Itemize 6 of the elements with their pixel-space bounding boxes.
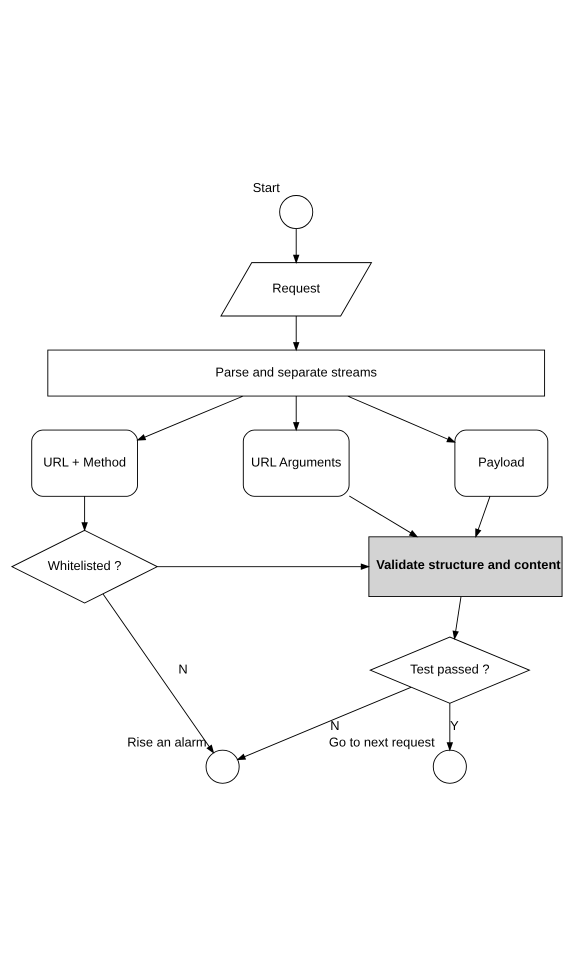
edge-label: Y <box>450 718 459 733</box>
edge-label: N <box>330 718 340 733</box>
edge-label: N <box>178 661 188 676</box>
node-label: Go to next request <box>328 734 435 750</box>
node-label: Rise an alarm <box>127 734 207 750</box>
node-label: Start <box>252 179 280 194</box>
